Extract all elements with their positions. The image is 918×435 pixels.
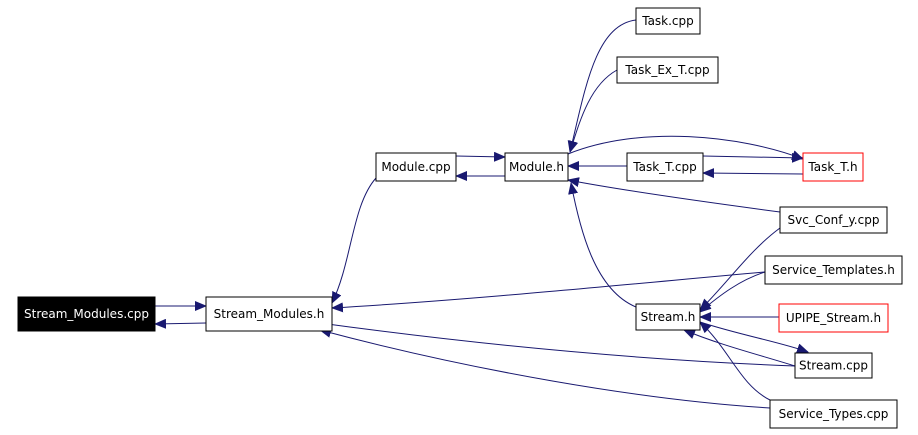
edge-task-t-h-to-task-t-cpp xyxy=(702,168,804,179)
edge-task-ex-t-cpp-to-module-h xyxy=(568,69,618,153)
edge-task-cpp-to-module-h xyxy=(567,19,637,153)
node-task-cpp[interactable]: Task.cpp xyxy=(635,7,701,35)
edge-service-types-cpp-to-stream-h xyxy=(699,321,771,401)
node-box xyxy=(802,152,864,182)
node-label: Stream.cpp xyxy=(799,359,868,373)
node-label: UPIPE_Stream.h xyxy=(786,311,881,325)
edge-task-t-cpp-to-task-t-h xyxy=(702,152,804,163)
node-label: Stream_Modules.h xyxy=(214,307,325,321)
node-box xyxy=(17,296,156,332)
node-label: Task_T.cpp xyxy=(632,160,696,174)
edge-stream-h-to-module-h xyxy=(568,182,637,308)
node-label: Module.h xyxy=(509,160,564,174)
node-box xyxy=(778,303,889,333)
node-box xyxy=(794,352,873,379)
node-task-ex-t-cpp[interactable]: Task_Ex_T.cpp xyxy=(616,56,719,84)
node-label: Stream_Modules.cpp xyxy=(24,307,149,321)
node-label: Task_T.h xyxy=(807,160,857,174)
edge-stream-cpp-to-stream-modules-h xyxy=(319,319,796,367)
node-label: Service_Templates.h xyxy=(772,263,895,277)
node-stream-modules-cpp[interactable]: Stream_Modules.cpp xyxy=(17,296,156,332)
node-module-cpp[interactable]: Module.cpp xyxy=(375,152,457,182)
node-box xyxy=(779,206,888,234)
node-service-templates-h[interactable]: Service_Templates.h xyxy=(764,255,903,285)
edge-module-cpp-to-module-h xyxy=(455,151,506,162)
node-box xyxy=(769,399,898,429)
edge-service-templates-h-to-stream-h xyxy=(699,271,766,313)
edge-stream-h-to-stream-cpp xyxy=(699,321,809,354)
node-stream-cpp[interactable]: Stream.cpp xyxy=(794,352,873,379)
node-box xyxy=(616,56,719,84)
edge-module-cpp-to-stream-modules-h xyxy=(331,177,377,304)
node-box xyxy=(764,255,903,285)
node-label: Stream.h xyxy=(641,310,696,324)
node-box xyxy=(626,152,704,182)
node-box xyxy=(375,152,457,182)
node-label: Module.cpp xyxy=(381,160,450,174)
edge-stream-cpp-to-stream-h xyxy=(683,329,796,367)
node-label: Task_Ex_T.cpp xyxy=(624,63,709,77)
node-module-h[interactable]: Module.h xyxy=(504,152,569,182)
edge-svc-conf-y-cpp-to-module-h xyxy=(567,177,781,213)
node-stream-modules-h[interactable]: Stream_Modules.h xyxy=(205,296,333,332)
node-box xyxy=(205,296,333,332)
node-upipe-stream-h[interactable]: UPIPE_Stream.h xyxy=(778,303,889,333)
node-label: Task.cpp xyxy=(641,14,694,28)
node-box xyxy=(504,152,569,182)
edge-service-types-cpp-to-stream-modules-h xyxy=(319,328,771,409)
edge-stream-modules-h-to-stream-modules-cpp xyxy=(154,318,207,329)
node-task-t-cpp[interactable]: Task_T.cpp xyxy=(626,152,704,182)
node-label: Service_Types.cpp xyxy=(779,407,889,421)
edge-module-h-to-task-t-h xyxy=(567,135,804,160)
edge-service-templates-h-to-stream-modules-h xyxy=(331,271,766,313)
node-task-t-h[interactable]: Task_T.h xyxy=(802,152,864,182)
node-svc-conf-y-cpp[interactable]: Svc_Conf_y.cpp xyxy=(779,206,888,234)
node-box xyxy=(635,303,701,331)
node-box xyxy=(635,7,701,35)
node-label: Svc_Conf_y.cpp xyxy=(788,213,880,227)
node-service-types-cpp[interactable]: Service_Types.cpp xyxy=(769,399,898,429)
node-stream-h[interactable]: Stream.h xyxy=(635,303,701,331)
edge-svc-conf-y-cpp-to-stream-h xyxy=(699,227,781,311)
